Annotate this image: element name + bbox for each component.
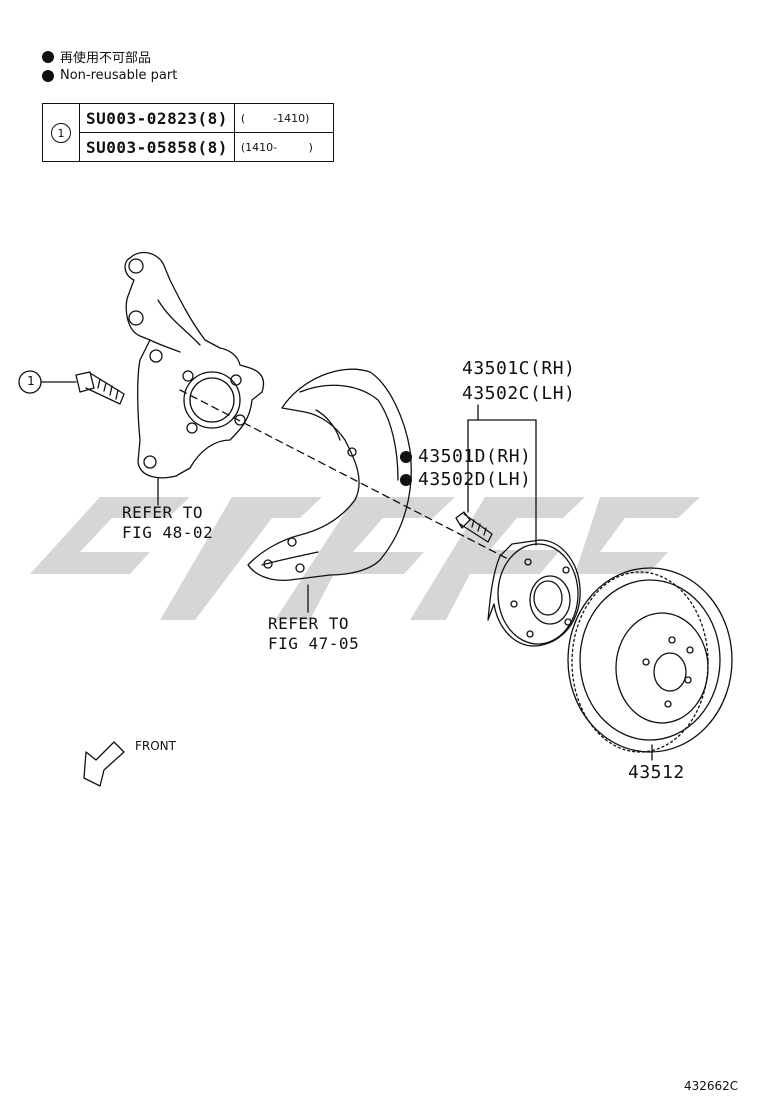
bolt-rh-label: 43501D(RH) (418, 446, 532, 467)
bolt-icon (75, 371, 125, 405)
bolt-lh-label: 43502D(LH) (418, 469, 532, 490)
front-label: FRONT (135, 739, 176, 753)
knuckle-icon (124, 251, 265, 479)
table-row: SU003-05858(8) (1410- ) (43, 132, 334, 162)
dust-shield-icon (247, 368, 412, 581)
bullet-icon (42, 69, 54, 82)
knuckle-refer-label[interactable]: REFER TO FIG 48-02 (122, 503, 214, 542)
legend-en-text: Non-reusable part (60, 68, 178, 83)
disc-rotor-icon (567, 567, 733, 753)
bolt-lh-callout: 43502D(LH) (400, 469, 531, 490)
hub-lh-label: 43502C(LH) (462, 383, 576, 404)
front-arrow-icon (83, 741, 125, 787)
bolt-rh-callout: 43501D(RH) (400, 446, 531, 467)
hub-bolt-icon (455, 511, 493, 543)
hub-bracket (467, 404, 537, 546)
date-range: (1410- ) (233, 132, 334, 162)
parts-table: 1 SU003-02823(8) ( -1410) SU003-05858(8)… (42, 103, 334, 162)
table-row: 1 SU003-02823(8) ( -1410) (42, 103, 334, 162)
legend-jp-text: 再使用不可部品 (60, 51, 152, 66)
non-reusable-bullet-icon (400, 473, 412, 486)
legend-jp: 再使用不可部品 (42, 47, 151, 66)
hub-rh-label: 43501C(RH) (462, 358, 576, 379)
hub-bearing-icon (487, 539, 581, 647)
bullet-icon (42, 50, 54, 63)
bolt-ref-number: 1 (27, 374, 35, 388)
shield-refer-label[interactable]: REFER TO FIG 47-05 (268, 614, 360, 653)
ref-circle: 1 (51, 123, 71, 144)
figure-id: 432662C (684, 1079, 739, 1093)
part-code: SU003-02823(8) (79, 103, 235, 133)
rotor-label: 43512 (628, 762, 685, 783)
table-ref-cell: 1 (42, 103, 80, 162)
legend-en: Non-reusable part (42, 68, 177, 83)
non-reusable-bullet-icon (400, 450, 412, 463)
part-code: SU003-05858(8) (79, 132, 235, 162)
